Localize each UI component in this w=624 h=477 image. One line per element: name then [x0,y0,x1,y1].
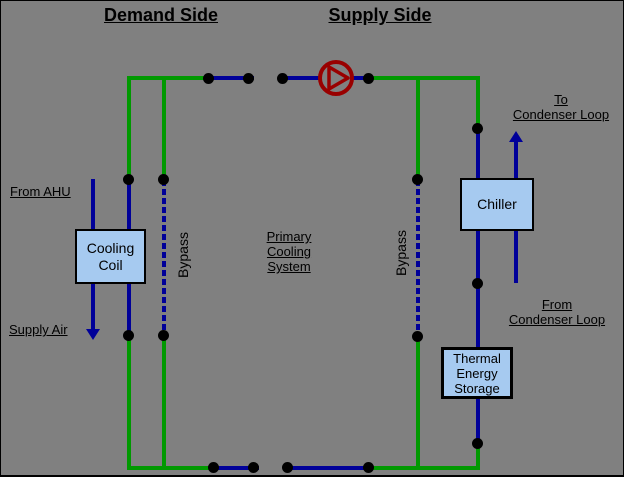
cooling-coil-label: Cooling Coil [86,239,135,273]
bypass-label-demand: Bypass [175,232,191,278]
pipe-demand-bypass-green-top [162,76,166,182]
node-dot [243,73,254,84]
node-dot [363,73,374,84]
pipe-bottom-demand-green [127,466,215,470]
chiller-label: Chiller [477,196,517,212]
from-condenser-line [514,231,518,283]
supply-side-title: Supply Side [328,5,432,25]
demand-side-title: Demand Side [103,5,219,25]
pipe-top-demand-green [127,76,211,80]
to-condenser-arrow-icon [509,131,523,142]
node-dot [158,174,169,185]
pipe-supply-loop-green-bottom [476,444,480,470]
node-dot [412,174,423,185]
pipe-demand-loop-green-top [127,76,131,182]
pipe-demand-loop-green-bottom [127,336,131,470]
node-dot [412,331,423,342]
cooling-coil-box: Cooling Coil [75,229,146,284]
pump-icon [316,58,356,98]
pipe-top-blue-1 [211,76,254,80]
from-ahu-line [91,179,95,231]
supply-air-line [91,282,95,330]
from-ahu-label: From AHU [10,184,71,199]
pipe-supply-bypass-green-bottom [416,337,420,470]
node-dot [282,462,293,473]
from-condenser-loop-label: From Condenser Loop [508,297,606,327]
pipe-bottom-blue-1 [215,466,259,470]
node-dot [248,462,259,473]
chiller-box: Chiller [460,178,534,231]
node-dot [472,123,483,134]
to-condenser-loop-label: To Condenser Loop [512,92,610,122]
pipe-bottom-blue-2 [283,466,369,470]
pipe-top-blue-2 [278,76,320,80]
node-dot [472,278,483,289]
primary-cooling-system-label: Primary Cooling System [266,229,312,274]
pipe-bottom-supply-green [369,466,480,470]
node-dot [363,462,374,473]
pipe-supply-bypass-dashed [416,180,420,337]
pipe-demand-bypass-green-bottom [162,336,166,470]
node-dot [123,174,134,185]
supply-air-label: Supply Air [9,322,68,337]
pipe-demand-bypass-dashed [162,180,166,336]
node-dot [123,330,134,341]
pipe-supply-loop-green-top [476,76,480,131]
thermal-energy-storage-label: Thermal Energy Storage [453,350,501,396]
node-dot [472,438,483,449]
node-dot [203,73,214,84]
supply-air-arrow-icon [86,329,100,340]
thermal-energy-storage-box: Thermal Energy Storage [441,347,513,399]
pipe-supply-bypass-green-top [416,76,420,182]
node-dot [208,462,219,473]
pipe-top-supply-green [369,76,480,80]
bypass-label-supply: Bypass [393,230,409,276]
pipe-top-blue-3 [352,76,369,80]
node-dot [277,73,288,84]
to-condenser-line [514,142,518,179]
node-dot [158,330,169,341]
